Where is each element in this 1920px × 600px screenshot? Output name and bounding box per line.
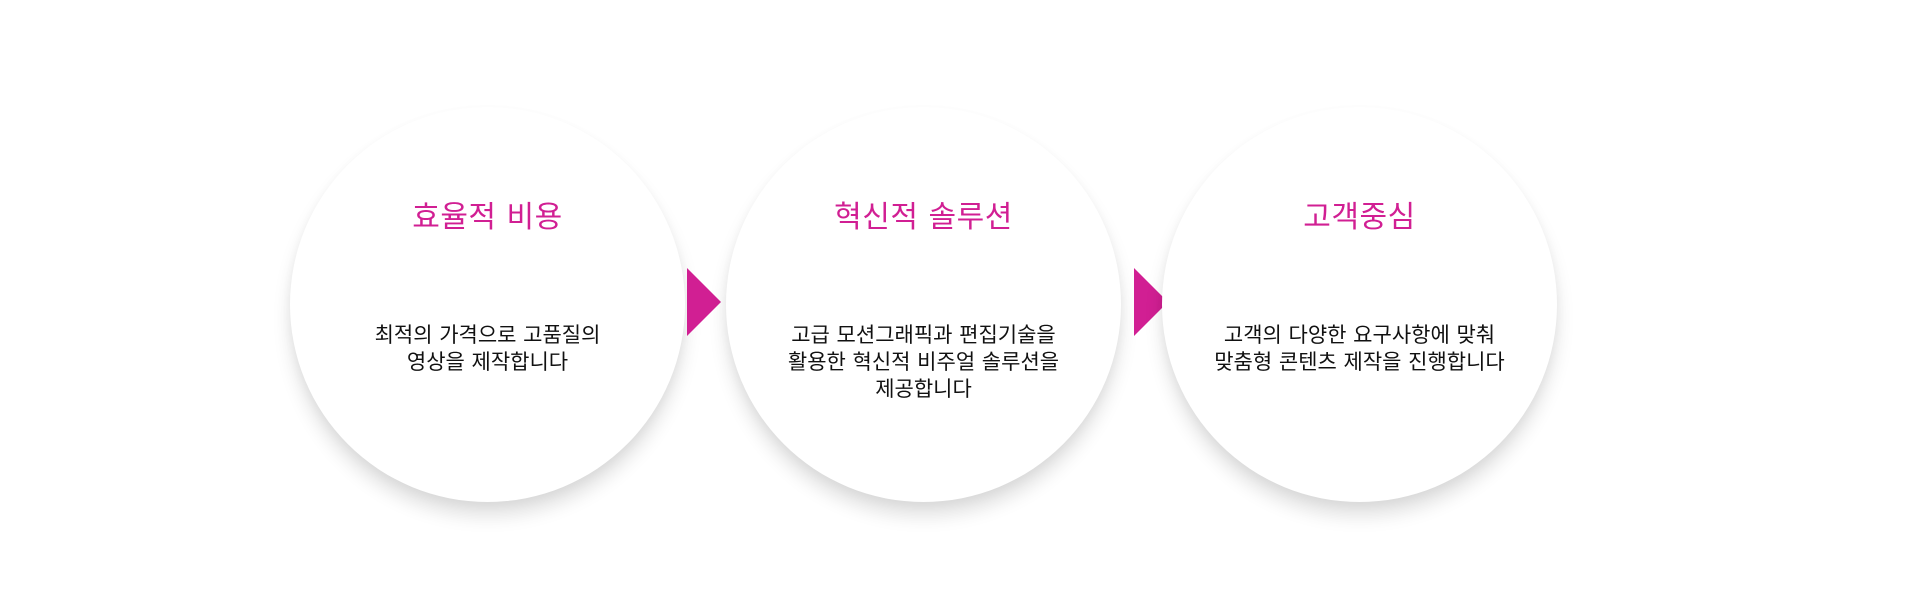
step-description: 최적의 가격으로 고품질의 영상을 제작합니다 [320, 322, 655, 376]
step-description-line: 맞춤형 콘텐츠 제작을 진행합니다 [1214, 350, 1505, 374]
step-description-line: 영상을 제작합니다 [406, 350, 569, 374]
step-description-line: 활용한 혁신적 비주얼 솔루션을 [787, 350, 1060, 374]
step-title: 고객중심 [1303, 200, 1416, 235]
step-title: 혁신적 솔루션 [834, 200, 1013, 235]
triangle-right-icon [687, 268, 721, 336]
step-description-line: 고급 모션그래픽과 편집기술을 [791, 323, 1056, 347]
step-card-efficient-cost: 효율적 비용 최적의 가격으로 고품질의 영상을 제작합니다 [290, 107, 685, 502]
step-description-line: 제공합니다 [875, 377, 972, 401]
step-description: 고급 모션그래픽과 편집기술을 활용한 혁신적 비주얼 솔루션을 제공합니다 [756, 322, 1091, 403]
step-description-line: 최적의 가격으로 고품질의 [374, 323, 601, 347]
step-title: 효율적 비용 [412, 200, 563, 235]
step-description-line: 고객의 다양한 요구사항에 맞춰 [1223, 323, 1496, 347]
step-description: 고객의 다양한 요구사항에 맞춰 맞춤형 콘텐츠 제작을 진행합니다 [1192, 322, 1527, 376]
step-card-innovative-solution: 혁신적 솔루션 고급 모션그래픽과 편집기술을 활용한 혁신적 비주얼 솔루션을… [726, 107, 1121, 502]
step-card-customer-centric: 고객중심 고객의 다양한 요구사항에 맞춰 맞춤형 콘텐츠 제작을 진행합니다 [1162, 107, 1557, 502]
